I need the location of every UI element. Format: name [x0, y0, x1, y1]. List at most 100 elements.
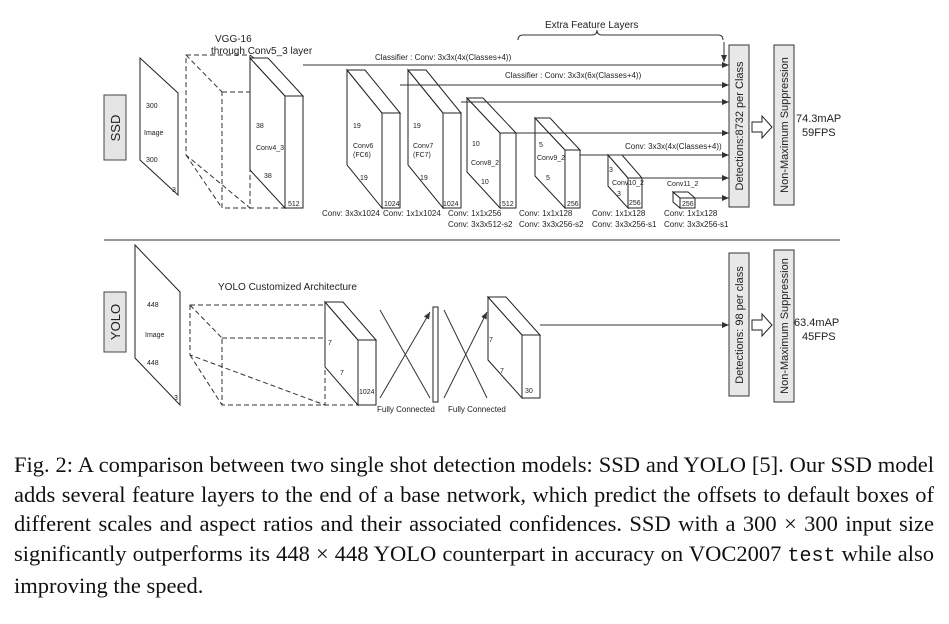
conv8-2-size-bottom: 10	[481, 179, 489, 186]
caption-text-end: while also improving the speed.	[14, 540, 934, 599]
ssd-conv6-block: 19 Conv6 (FC6) 19 1024	[345, 68, 402, 210]
ssd-label: SSD	[103, 94, 127, 161]
conv11-2-label: Conv11_2	[667, 181, 699, 188]
yolo-block2-depth: 30	[525, 388, 533, 395]
yolo-input-image-label: Image	[145, 332, 165, 339]
conv7-sublabel: (FC7)	[413, 152, 431, 159]
ssd-label-text: SSD	[108, 115, 123, 142]
yolo-input-size-bottom: 448	[147, 360, 159, 367]
yolo-label: YOLO	[103, 291, 127, 353]
conv-op-label: Conv: 1x1x1024	[383, 209, 441, 218]
conv-op-label: Conv: 1x1x256	[448, 209, 502, 218]
conv9-2-depth: 256	[567, 201, 579, 208]
yolo-block2-size-bottom: 7	[500, 368, 504, 375]
ssd-input-image-label: Image	[144, 130, 164, 137]
yolo-arrow-to-nms	[751, 312, 773, 338]
ssd-nms-bar: Non-Maximum Suppression	[773, 44, 795, 206]
architecture-diagram: SSD 300 Image 300 3 VGG-16 through Conv5…	[103, 20, 841, 414]
yolo-fc1-label: Fully Connected	[377, 405, 435, 414]
yolo-input-image: 448 Image 448 3	[134, 243, 181, 407]
vgg-label-2: through Conv5_3 layer	[211, 46, 313, 57]
classifier-3-label: Conv: 3x3x(4x(Classes+4))	[625, 142, 722, 151]
conv-op-label: Conv: 3x3x256-s1	[664, 220, 729, 229]
ssd-conv-op-labels: Conv: 3x3x1024 Conv: 1x1x1024 Conv: 1x1x…	[322, 209, 729, 229]
extra-feature-layers-label: Extra Feature Layers	[545, 20, 638, 31]
conv6-size-top: 19	[353, 123, 361, 130]
conv4-3-label: Conv4_3	[256, 145, 284, 152]
conv7-size-bottom: 19	[420, 175, 428, 182]
ssd-detections-label: Detections:8732 per Class	[734, 61, 746, 191]
conv6-sublabel: (FC6)	[353, 152, 371, 159]
conv10-2-size-bottom: 3	[617, 191, 621, 198]
conv4-3-size-bottom: 38	[264, 173, 272, 180]
conv7-depth: 1024	[443, 201, 459, 208]
caption-code: test	[787, 544, 836, 568]
yolo-arch-label: YOLO Customized Architecture	[218, 282, 357, 293]
yolo-block1-size-bottom: 7	[340, 370, 344, 377]
ssd-conv7-block: 19 Conv7 (FC7) 19 1024	[406, 68, 463, 210]
ssd-conv9-2-block: 5 Conv9_2 5 256	[533, 116, 582, 210]
yolo-nms-label: Non-Maximum Suppression	[779, 258, 791, 394]
ssd-conv11-2-block: Conv11_2 256	[667, 181, 699, 210]
ssd-input-depth: 3	[172, 187, 176, 194]
ssd-map-value: 74.3mAP	[796, 113, 841, 125]
conv6-size-bottom: 19	[360, 175, 368, 182]
conv8-2-label: Conv8_2	[471, 160, 499, 167]
ssd-conv4-3-block: 38 Conv4_3 38 512	[248, 56, 305, 210]
conv-op-label: Conv: 3x3x512-s2	[448, 220, 513, 229]
classifier-2-label: Classifier : Conv: 3x3x(6x(Classes+4))	[505, 71, 642, 80]
conv10-2-label: Conv10_2	[612, 180, 644, 187]
yolo-block1-size-top: 7	[328, 340, 332, 347]
conv10-2-size-top: 3	[609, 167, 613, 174]
yolo-input-size-top: 448	[147, 302, 159, 309]
ssd-conv10-2-block: 3 Conv10_2 3 256	[606, 153, 644, 210]
caption-text: Fig. 2: A comparison between two single …	[14, 452, 934, 566]
yolo-detections-bar: Detections: 98 per class	[728, 252, 750, 397]
ssd-conv8-2-block: 10 Conv8_2 10 512	[465, 96, 518, 210]
conv10-2-depth: 256	[629, 200, 641, 207]
ssd-network: SSD 300 Image 300 3 VGG-16 through Conv5…	[103, 20, 841, 229]
ssd-detections-bar: Detections:8732 per Class	[728, 44, 750, 208]
conv7-size-top: 19	[413, 123, 421, 130]
extra-feature-layers-brace: Extra Feature Layers	[517, 20, 724, 41]
conv6-label: Conv6	[353, 143, 373, 150]
yolo-label-text: YOLO	[108, 304, 123, 340]
yolo-block-1: 7 7 1024	[323, 300, 378, 407]
ssd-input-size-top: 300	[146, 103, 158, 110]
yolo-block2-size-top: 7	[489, 337, 493, 344]
ssd-input-size-bottom: 300	[146, 157, 158, 164]
yolo-network: YOLO 448 Image 448 3 YOLO Customized Arc…	[103, 243, 839, 414]
conv-op-label: Conv: 1x1x128	[519, 209, 573, 218]
yolo-fps-value: 45FPS	[802, 331, 836, 343]
conv9-2-label: Conv9_2	[537, 155, 565, 162]
conv9-2-size-bottom: 5	[546, 175, 550, 182]
ssd-nms-label: Non-Maximum Suppression	[779, 57, 791, 193]
conv4-3-size-top: 38	[256, 123, 264, 130]
ssd-arrow-to-nms	[751, 114, 773, 140]
yolo-detections-label: Detections: 98 per class	[734, 266, 746, 384]
conv-op-label: Conv: 3x3x256-s2	[519, 220, 584, 229]
conv11-2-depth: 256	[682, 201, 694, 208]
conv6-depth: 1024	[384, 201, 400, 208]
conv8-2-size-top: 10	[472, 141, 480, 148]
vgg-label-1: VGG-16	[215, 34, 252, 45]
yolo-nms-bar: Non-Maximum Suppression	[773, 249, 795, 403]
classifier-1-label: Classifier : Conv: 3x3x(4x(Classes+4))	[375, 53, 512, 62]
conv8-2-depth: 512	[502, 201, 514, 208]
yolo-fc2-label: Fully Connected	[448, 405, 506, 414]
ssd-fps-value: 59FPS	[802, 127, 836, 139]
yolo-fc-connections: Fully Connected Fully Connected	[377, 306, 506, 414]
conv-op-label: Conv: 1x1x128	[592, 209, 646, 218]
conv-op-label: Conv: 3x3x1024	[322, 209, 380, 218]
ssd-input-image: 300 Image 300 3	[139, 56, 179, 197]
conv9-2-size-top: 5	[539, 142, 543, 149]
figure-caption: Fig. 2: A comparison between two single …	[14, 450, 934, 601]
yolo-input-depth: 3	[174, 395, 178, 402]
conv-op-label: Conv: 1x1x128	[664, 209, 718, 218]
conv7-label: Conv7	[413, 143, 433, 150]
yolo-block-2: 7 7 30	[486, 295, 542, 400]
yolo-map-value: 63.4mAP	[794, 317, 839, 329]
yolo-block1-depth: 1024	[359, 389, 375, 396]
ssd-classifier-arrows: Classifier : Conv: 3x3x(4x(Classes+4)) C…	[303, 42, 729, 201]
conv-op-label: Conv: 3x3x256-s1	[592, 220, 657, 229]
